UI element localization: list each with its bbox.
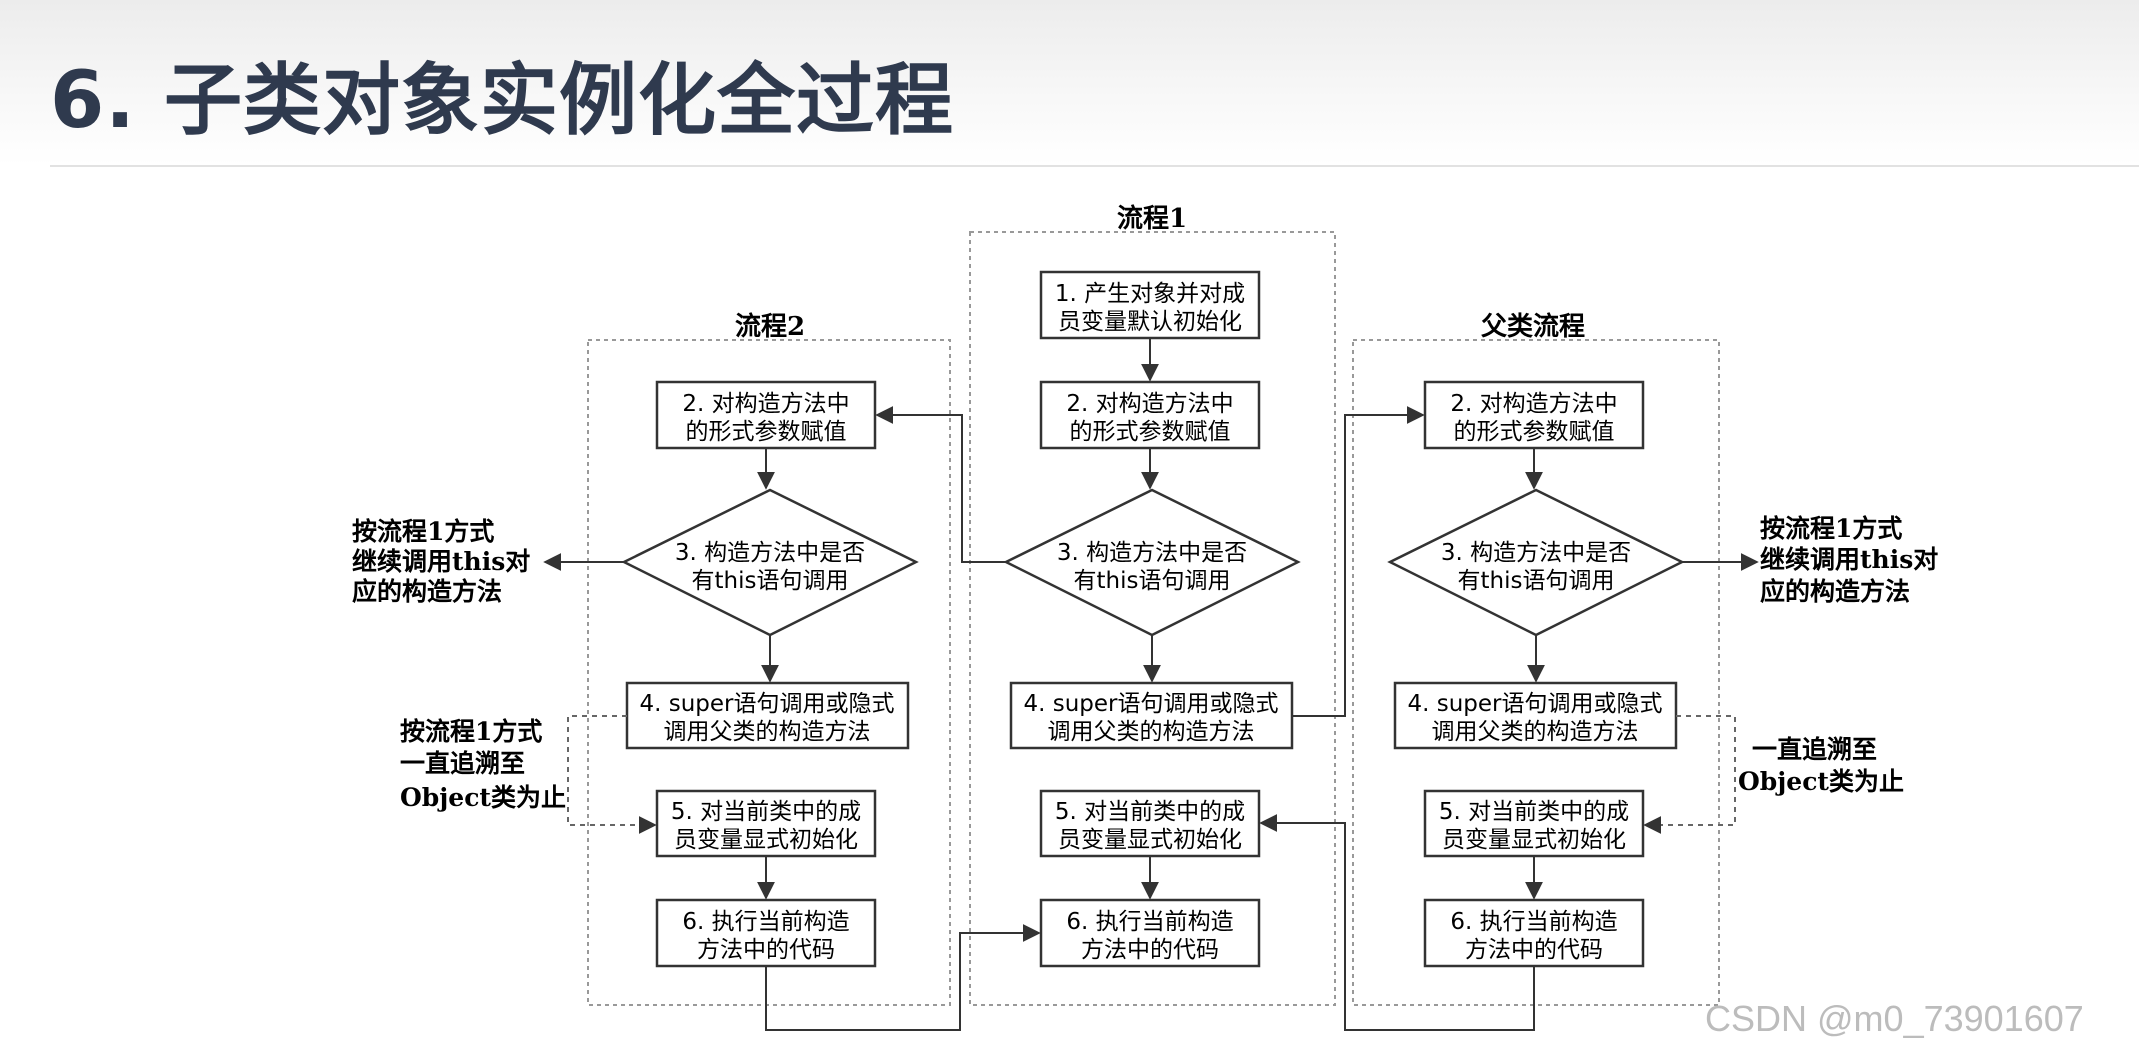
note-left-super-line2: 一直追溯至 xyxy=(400,749,525,778)
left-step5-line1: 5. 对当前类中的成 xyxy=(671,799,861,825)
panel-label-left: 流程2 xyxy=(735,312,805,342)
page-title: 6. 子类对象实例化全过程 xyxy=(50,56,955,146)
right-step2-line2: 的形式参数赋值 xyxy=(1454,419,1615,445)
panel-center xyxy=(969,231,1336,1006)
dashed-loop-arrows xyxy=(567,715,1736,834)
center-step1-line2: 员变量默认初始化 xyxy=(1058,309,1242,335)
left-step2-line2: 的形式参数赋值 xyxy=(686,419,847,445)
center-step5-box xyxy=(1039,789,1261,858)
note-right-super-line1: 一直追溯至 xyxy=(1752,735,1877,764)
right-step6-line2: 方法中的代码 xyxy=(1465,937,1603,963)
left-step6-line1: 6. 执行当前构造 xyxy=(682,909,849,935)
right-step3-line2: 有this语句调用 xyxy=(1458,568,1615,594)
note-left-this-line3: 应的构造方法 xyxy=(352,577,502,606)
left-step5-line2: 员变量显式初始化 xyxy=(674,827,858,853)
left-step4-box xyxy=(625,681,910,750)
center-step6-line2: 方法中的代码 xyxy=(1081,937,1219,963)
right-step6-box xyxy=(1423,898,1645,968)
center-step3-line1: 3. 构造方法中是否 xyxy=(1057,540,1247,566)
right-step2-line1: 2. 对构造方法中 xyxy=(1450,391,1617,417)
left-step2-line1: 2. 对构造方法中 xyxy=(682,391,849,417)
note-left-super-line1: 按流程1方式 xyxy=(400,717,542,746)
note-right-this-line1: 按流程1方式 xyxy=(1760,514,1902,543)
center-step2-box xyxy=(1039,380,1261,450)
right-step6-line1: 6. 执行当前构造 xyxy=(1450,909,1617,935)
center-step3-line2: 有this语句调用 xyxy=(1074,568,1231,594)
left-step6-box xyxy=(655,898,877,968)
note-right-this-line2: 继续调用this对 xyxy=(1760,545,1938,574)
watermark: CSDN @m0_73901607 xyxy=(1705,998,2084,1039)
connector-arrows xyxy=(543,406,1759,1031)
left-step6-line2: 方法中的代码 xyxy=(697,937,835,963)
note-left-this-line2: 继续调用this对 xyxy=(352,547,530,576)
title-band xyxy=(0,0,2139,165)
right-step2-box xyxy=(1423,380,1645,450)
left-step3-line2: 有this语句调用 xyxy=(692,568,849,594)
note-right-this-line3: 应的构造方法 xyxy=(1760,577,1910,606)
right-step3-line1: 3. 构造方法中是否 xyxy=(1441,540,1631,566)
center-step1-line1: 1. 产生对象并对成 xyxy=(1055,281,1245,307)
center-step6-line1: 6. 执行当前构造 xyxy=(1066,909,1233,935)
panel-label-right: 父类流程 xyxy=(1481,312,1585,342)
title-divider xyxy=(50,165,2139,167)
center-step4-line1: 4. super语句调用或隐式 xyxy=(1023,691,1278,717)
center-step6-box xyxy=(1039,898,1261,968)
right-step5-line2: 员变量显式初始化 xyxy=(1442,827,1626,853)
right-step4-box xyxy=(1393,681,1678,750)
center-step5-line1: 5. 对当前类中的成 xyxy=(1055,799,1245,825)
center-step4-line2: 调用父类的构造方法 xyxy=(1048,719,1255,745)
right-step5-line1: 5. 对当前类中的成 xyxy=(1439,799,1629,825)
note-left-super-line3: Object类为止 xyxy=(400,783,566,812)
left-step4-line1: 4. super语句调用或隐式 xyxy=(639,691,894,717)
left-step4-line2: 调用父类的构造方法 xyxy=(664,719,871,745)
panel-left xyxy=(587,339,951,1006)
left-step3-line1: 3. 构造方法中是否 xyxy=(675,540,865,566)
center-step2-line1: 2. 对构造方法中 xyxy=(1066,391,1233,417)
note-left-this-line1: 按流程1方式 xyxy=(352,517,494,546)
column-arrows xyxy=(757,338,1545,900)
center-step2-line2: 的形式参数赋值 xyxy=(1070,419,1231,445)
left-step2-box xyxy=(655,380,877,450)
panel-label-center: 流程1 xyxy=(1117,204,1187,234)
right-step4-line1: 4. super语句调用或隐式 xyxy=(1407,691,1662,717)
note-right-super-line2: Object类为止 xyxy=(1738,767,1904,796)
right-step4-line2: 调用父类的构造方法 xyxy=(1432,719,1639,745)
right-step5-box xyxy=(1423,789,1645,858)
center-step5-line2: 员变量显式初始化 xyxy=(1058,827,1242,853)
center-step4-box xyxy=(1009,681,1294,750)
panel-right xyxy=(1352,339,1720,1006)
